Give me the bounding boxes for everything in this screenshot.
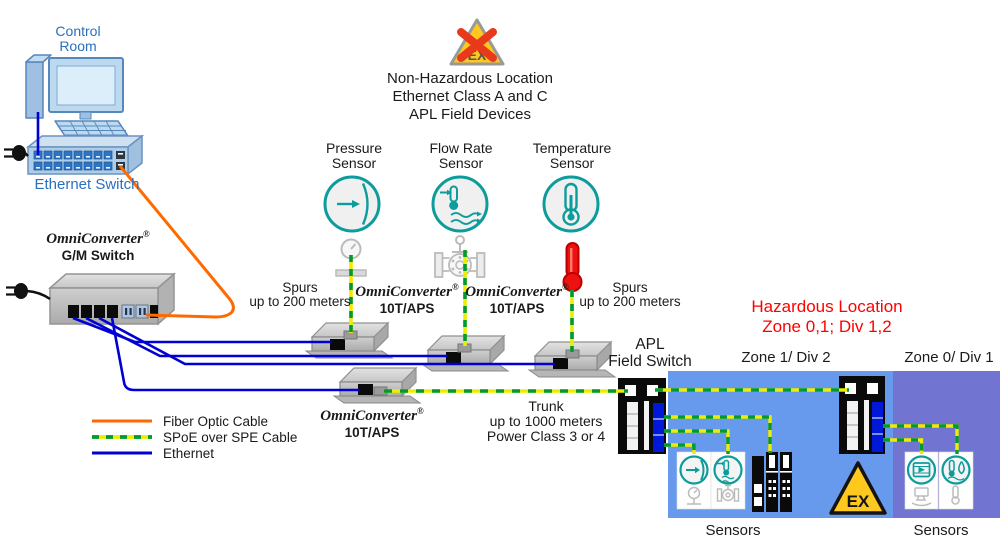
power-plug-icon bbox=[6, 283, 51, 301]
apl-field-switch2-icon bbox=[839, 376, 885, 454]
converter2-model: 10T/APS bbox=[489, 301, 545, 316]
thermometer-mini-icon bbox=[951, 485, 960, 505]
converter1-device-icon bbox=[304, 321, 394, 359]
sensors-label-zone1: Sensors bbox=[705, 522, 761, 539]
ethernet-switch-icon bbox=[25, 134, 145, 176]
control-room-label: Control Room bbox=[55, 24, 100, 54]
io-module-stack-icon bbox=[752, 452, 792, 512]
red-thermometer-icon bbox=[562, 242, 583, 292]
flow-rate-sensor-icon bbox=[431, 175, 489, 233]
gm-switch-model: G/M Switch bbox=[61, 248, 135, 263]
ethernet-switch-label: Ethernet Switch bbox=[34, 176, 140, 193]
non-hazardous-line2: Ethernet Class A and C bbox=[392, 88, 548, 105]
converter2-brand: OmniConverter® bbox=[465, 282, 569, 300]
non-hazardous-line3: APL Field Devices bbox=[409, 106, 531, 123]
legend-ethernet-label: Ethernet bbox=[163, 446, 215, 461]
spoe-cables bbox=[349, 250, 959, 454]
ex-text: EX bbox=[847, 492, 870, 511]
flow-rate-sensor-mini-icon bbox=[713, 455, 743, 485]
control-room-computer-icon bbox=[25, 54, 131, 140]
ethernet-switch-ports bbox=[33, 150, 125, 171]
zone1-label: Zone 1/ Div 2 bbox=[741, 349, 831, 366]
control-room-line1: Control bbox=[55, 23, 101, 39]
pressure-sensor-mini-icon bbox=[679, 455, 709, 485]
converter2-device-icon bbox=[420, 334, 510, 372]
legend-spoe-label: SPoE over SPE Cable bbox=[163, 430, 298, 445]
non-hazardous-line1: Non-Hazardous Location bbox=[387, 70, 553, 87]
red-x-mark bbox=[457, 28, 497, 62]
non-hazardous-label: Non-Hazardous Location Ethernet Class A … bbox=[387, 70, 553, 124]
flow-valve-mini-icon bbox=[716, 484, 740, 502]
cables bbox=[36, 112, 959, 454]
zone1-sensor-cards bbox=[676, 451, 792, 512]
flow-valve-icon bbox=[434, 235, 486, 278]
converter1-model: 10T/APS bbox=[379, 301, 435, 316]
zone0-label: Zone 0/ Div 1 bbox=[904, 349, 994, 366]
converter4-device-icon bbox=[332, 366, 422, 404]
humidity-sensor-mini-icon bbox=[941, 455, 971, 485]
hazardous-ex-icon: EX bbox=[829, 461, 887, 515]
sensors-label-zone0: Sensors bbox=[913, 522, 969, 539]
ethernet-cables bbox=[72, 316, 555, 392]
converter1-brand: OmniConverter® bbox=[355, 282, 459, 300]
video-sensor-mini-icon bbox=[906, 455, 937, 485]
converter1-label: OmniConverter® 10T/APS bbox=[355, 282, 458, 316]
zone0-sensor-cards bbox=[904, 451, 974, 510]
legend-fiber-label: Fiber Optic Cable bbox=[163, 414, 269, 429]
converter4-label: OmniConverter® 10T/APS bbox=[320, 406, 423, 440]
gm-switch-label: OmniConverter® G/M Switch bbox=[46, 229, 149, 263]
pressure-sensor-icon bbox=[323, 175, 381, 233]
converter4-model: 10T/APS bbox=[344, 425, 400, 440]
power-plug-icon bbox=[4, 145, 29, 161]
gm-switch-icon bbox=[48, 272, 176, 326]
pressure-gauge-mini-icon bbox=[687, 486, 701, 505]
converter2-label: OmniConverter® 10T/APS bbox=[465, 282, 568, 316]
fiber-optic-cable bbox=[118, 165, 235, 319]
gm-switch-ports bbox=[68, 304, 158, 319]
temperature-sensor-icon bbox=[542, 175, 600, 233]
converter4-brand: OmniConverter® bbox=[320, 406, 424, 424]
gm-switch-brand: OmniConverter® bbox=[46, 229, 150, 247]
control-room-line2: Room bbox=[59, 38, 97, 54]
non-hazardous-ex-crossed-icon: EX bbox=[449, 18, 505, 66]
camera-mini-icon bbox=[911, 487, 932, 507]
legend-samples bbox=[92, 419, 152, 455]
